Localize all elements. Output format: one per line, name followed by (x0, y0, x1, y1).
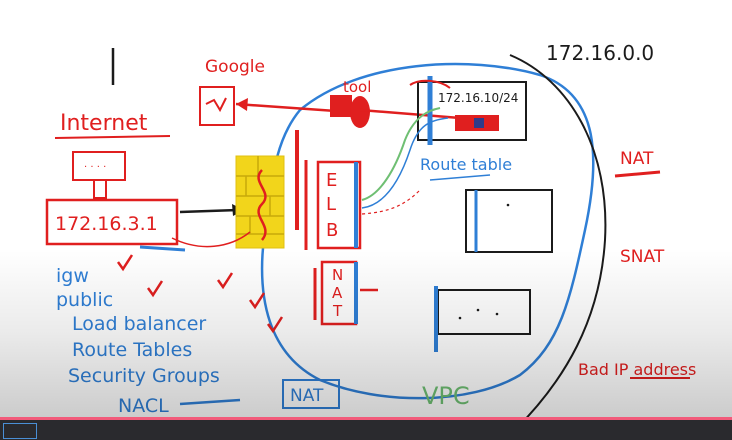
google-label: Google (205, 57, 265, 77)
check-icon (116, 254, 134, 272)
check-icon (146, 280, 164, 298)
router-to-firewall-arrow (179, 208, 239, 214)
tool-icon (330, 95, 370, 128)
checklist-item: Load balancer (72, 313, 206, 335)
snat-label: SNAT (620, 247, 665, 267)
vpc-label: VPC (422, 382, 470, 410)
internet-label: Internet (60, 111, 148, 136)
vpc-cidr-label: 172.16.0.0 (546, 41, 654, 65)
elb-box (316, 160, 362, 250)
route-table-underline (429, 174, 491, 181)
google-server-icon (199, 86, 235, 126)
check-icon (266, 316, 284, 334)
router-ip-label: 172.16.3.1 (55, 213, 158, 235)
svg-text:· · · ·: · · · · (84, 162, 106, 173)
red-link (171, 231, 251, 248)
check-icon (248, 292, 266, 310)
nat-bottom-box (282, 379, 340, 409)
bad-ip-label: Bad IP address (578, 360, 696, 379)
nat-bottom-label: NAT (290, 386, 324, 406)
nat-box-a: A (332, 284, 343, 302)
nat-right-label: NAT (620, 149, 654, 169)
firewall-icon (235, 155, 285, 249)
tool-link (359, 108, 461, 120)
nat-box-t: T (332, 302, 343, 320)
video-control-button[interactable] (3, 423, 37, 439)
nacl-label: NACL (118, 395, 169, 417)
route-line-green (361, 107, 441, 201)
tool-label: tool (343, 78, 371, 96)
elb-label-l: L (326, 194, 336, 215)
nat-right-underline (614, 170, 661, 178)
route-table-label: Route table (420, 155, 512, 174)
nat-box (313, 260, 358, 326)
elb-label-e: E (326, 170, 337, 191)
router-blue-mark (139, 245, 186, 252)
nacl-arrow (179, 398, 241, 406)
route-line-red (361, 189, 421, 215)
route-line-blue (361, 117, 449, 209)
router-icon (45, 198, 179, 246)
checklist: igw public Load balancer Route Tables Se… (56, 265, 220, 387)
arrowhead (236, 98, 248, 111)
instance-box-icon (434, 286, 531, 352)
check-icon (216, 272, 234, 290)
computer-icon: · · · · (72, 151, 126, 199)
checklist-item: igw (56, 265, 89, 287)
cidr-arc (509, 54, 607, 431)
subnet-cidr: 172.16.10/24 (438, 91, 518, 105)
checklist-item: Security Groups (68, 365, 220, 387)
checklist-item: public (56, 289, 113, 311)
subnet-red-mark (409, 79, 451, 89)
internet-underline (54, 135, 171, 139)
elb-label-b: B (326, 220, 338, 241)
video-progress-bar[interactable] (0, 417, 732, 420)
instance-box-icon (465, 189, 553, 253)
vpc-boundary (260, 62, 595, 400)
video-control-bar (0, 420, 732, 440)
checklist-item: Route Tables (72, 339, 192, 361)
nat-box-n: N (332, 266, 343, 284)
